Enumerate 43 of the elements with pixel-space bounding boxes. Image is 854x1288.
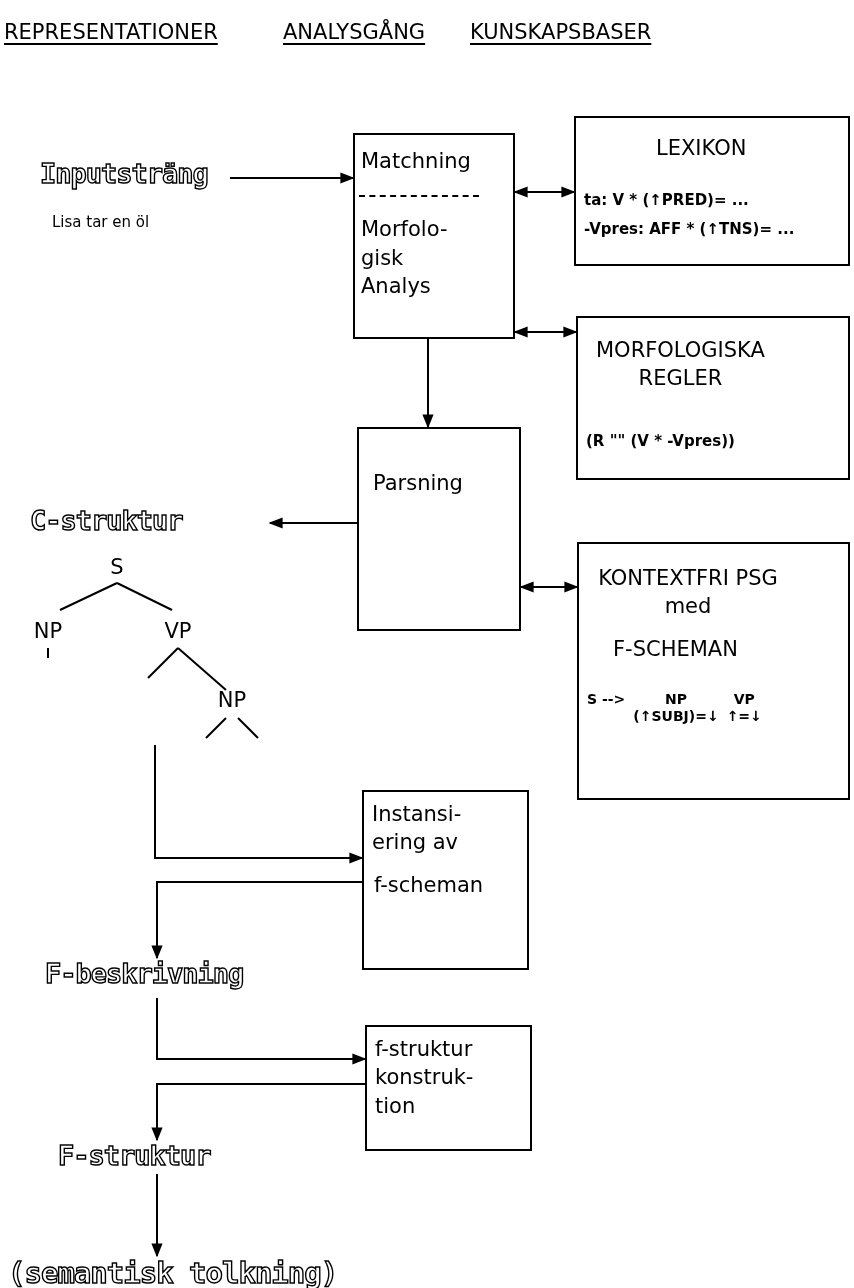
box-title: F-SCHEMAN bbox=[613, 635, 738, 663]
column-heading: REPRESENTATIONER bbox=[4, 20, 218, 44]
box-text: Parsning bbox=[373, 470, 463, 497]
outlined-text: F-beskrivning bbox=[45, 958, 244, 989]
box-text: f-scheman bbox=[374, 871, 485, 899]
tree-node-label: NP bbox=[217, 688, 247, 712]
box-text: Matchning bbox=[361, 148, 471, 175]
arrow bbox=[154, 744, 364, 864]
arrow bbox=[156, 997, 367, 1065]
outlined-text: C-struktur bbox=[30, 505, 183, 536]
column-heading: ANALYSGÅNG bbox=[283, 20, 426, 44]
lexicon-entry: -Vpres: AFF * (↑TNS)= ... bbox=[584, 218, 795, 239]
tree-node-label: NP bbox=[33, 619, 63, 643]
arrow bbox=[229, 172, 355, 184]
tree-node-label: S bbox=[110, 555, 124, 579]
tree-node-label: VP bbox=[164, 619, 192, 643]
box-title: KONTEXTFRI PSG med bbox=[597, 565, 779, 621]
arrow bbox=[422, 338, 434, 429]
grammar-rule: VP ↑=↓ bbox=[726, 691, 762, 725]
process-box bbox=[365, 1025, 532, 1151]
box-text: Morfolo- gisk Analys bbox=[361, 216, 448, 301]
outlined-text: F-struktur bbox=[58, 1140, 211, 1171]
grammar-rule: NP (↑SUBJ)=↓ bbox=[633, 691, 719, 725]
process-box bbox=[577, 542, 850, 800]
arrow bbox=[151, 1083, 366, 1142]
process-box bbox=[574, 116, 850, 266]
process-box bbox=[353, 133, 515, 339]
box-text: f-struktur konstruk- tion bbox=[375, 1036, 475, 1120]
column-heading: KUNSKAPSBASER bbox=[470, 20, 652, 44]
example-sentence: Lisa tar en öl bbox=[52, 213, 150, 231]
arrow bbox=[268, 517, 358, 529]
process-box bbox=[362, 790, 529, 970]
box-title: MORFOLOGISKA REGLER bbox=[596, 337, 765, 393]
lexicon-entry: ta: V * (↑PRED)= ... bbox=[584, 190, 749, 211]
grammar-rule: S --> bbox=[587, 691, 626, 708]
arrow bbox=[151, 881, 363, 960]
outlined-text: Inputsträng bbox=[40, 158, 208, 189]
box-title: LEXIKON bbox=[656, 135, 747, 162]
process-box bbox=[576, 316, 850, 480]
rule-text: (R "" (V * -Vpres)) bbox=[586, 430, 735, 451]
arrow bbox=[151, 1173, 163, 1258]
box-text: Instansi- ering av bbox=[372, 801, 463, 857]
process-box bbox=[357, 427, 521, 631]
